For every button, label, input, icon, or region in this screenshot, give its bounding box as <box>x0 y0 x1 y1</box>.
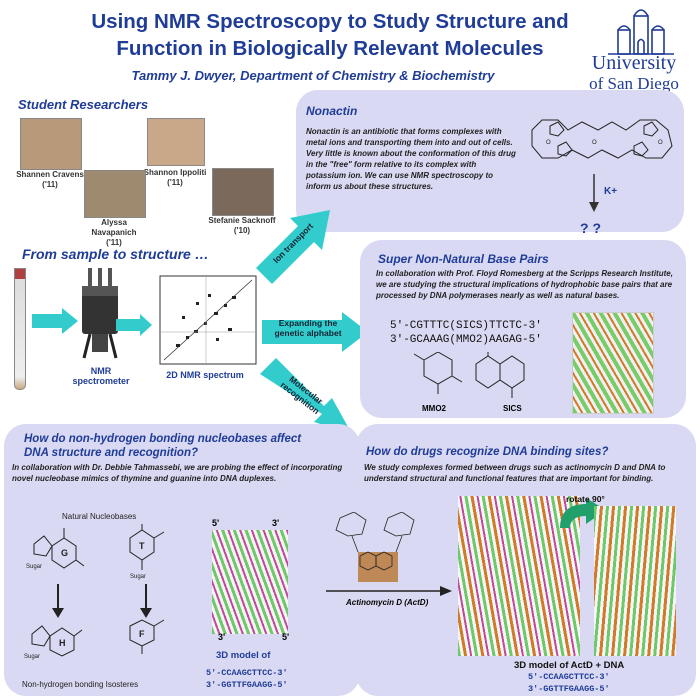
ion-transport-arrow <box>256 210 330 284</box>
actd-seq-top: 5'-CCAAGCTTCC-3' <box>528 672 610 682</box>
right-arrow-icon <box>326 586 452 596</box>
base-f-label: F <box>139 629 145 639</box>
actinomycin-structure <box>335 512 415 582</box>
actd-complex-rotated-image <box>594 506 676 656</box>
nmr-spectrum-plot <box>159 275 257 365</box>
nonactin-panel <box>296 90 684 232</box>
usd-logo: University of San Diego <box>578 0 690 96</box>
student-photo <box>147 118 205 166</box>
nonactin-text: Nonactin is an antibiotic that forms com… <box>306 127 516 191</box>
base-pairs-heading: Super Non-Natural Base Pairs <box>378 252 549 266</box>
base-pairs-text: In collaboration with Prof. Floyd Romesb… <box>376 269 673 300</box>
guanine-structure: G Sugar <box>26 528 85 570</box>
end-label: 5' <box>282 632 290 642</box>
f-duplex-model-label: 3D model of <box>216 650 271 661</box>
isostere-label: Non-hydrogen bonding Isosteres <box>22 680 139 689</box>
actd-seq-bottom: 3'-GGTTFGAAGG-5' <box>528 684 610 694</box>
f-duplex-seq-bottom: 3'-GGTTFGAAGG-5' <box>206 680 288 690</box>
dna-model-image <box>572 312 654 414</box>
mmo2-label: MMO2 <box>422 404 446 413</box>
rotate-arrow-icon <box>560 498 606 528</box>
down-arrow-icon <box>589 174 599 212</box>
student-photo <box>20 118 82 170</box>
nonactin-structure: O O O <box>531 119 673 159</box>
genetic-alphabet-arrow <box>262 312 368 352</box>
students-heading: Student Researchers <box>18 97 149 112</box>
student-name: Shannen Cravens('11) <box>16 170 84 189</box>
base-pairs-seq-top: 5'-CGTTTC(SICS)TTCTC-3' <box>390 320 542 332</box>
mission-tower-icon <box>608 0 674 55</box>
unknown-structure-label: ? ? <box>580 220 601 236</box>
f-duplex-seq-top: 5'-CCAAGCTTCC-3' <box>206 668 288 678</box>
natural-bases-label: Natural Nucleobases <box>62 512 137 521</box>
hbond-panel <box>4 424 360 696</box>
drugs-heading: How do drugs recognize DNA binding sites… <box>366 446 609 458</box>
author-line: Tammy J. Dwyer, Department of Chemistry … <box>131 68 495 83</box>
f-duplex-model-image <box>212 530 288 634</box>
sics-structure <box>475 352 525 398</box>
mmo2-structure <box>413 352 463 394</box>
spectrum-label: 2D NMR spectrum <box>166 370 244 380</box>
base-t-label: T <box>139 541 145 551</box>
hbond-text: In collaboration with Dr. Debbie Tahmass… <box>12 463 343 483</box>
base-pairs-seq-bottom: 3'-GCAAAG(MMO2)AAGAG-5' <box>390 334 542 346</box>
student-photo <box>84 170 146 218</box>
drugs-text: We study complexes formed between drugs … <box>364 463 666 483</box>
f-isostere-structure: F <box>129 619 165 654</box>
student-name: Alyssa Navapanich('11) <box>91 218 137 247</box>
end-label: 5' <box>212 518 220 528</box>
base-h-label: H <box>59 638 66 648</box>
sugar-label: Sugar <box>26 564 42 570</box>
thymine-structure: T Sugar <box>129 524 165 580</box>
base-g-label: G <box>61 548 68 558</box>
nmr-tube-icon <box>14 268 26 390</box>
spectrometer-label: NMR spectrometer <box>72 366 130 386</box>
down-arrow-icon <box>52 584 64 618</box>
end-label: 3' <box>218 632 226 642</box>
sugar-label: Sugar <box>130 574 146 580</box>
genetic-alphabet-label: Expanding the genetic alphabet <box>274 318 342 338</box>
logo-university: University <box>591 52 677 74</box>
actinomycin-label: Actinomycin D (ActD) <box>346 598 429 607</box>
student-photo <box>212 168 274 216</box>
svg-text:O: O <box>658 140 663 146</box>
workflow-heading: From sample to structure … <box>22 246 209 262</box>
hbond-heading: How do non-hydrogen bonding nucleobases … <box>24 433 302 459</box>
sics-label: SICS <box>503 404 522 413</box>
nonactin-heading: Nonactin <box>306 104 358 118</box>
actd-model-label: 3D model of ActD + DNA <box>514 660 625 671</box>
rotate-label: rotate 90° <box>566 494 605 504</box>
spectrometer-icon <box>82 268 118 359</box>
svg-text:O: O <box>592 140 597 146</box>
h-isostere-structure: H Sugar <box>24 625 83 660</box>
actd-complex-image <box>458 496 580 656</box>
end-label: 3' <box>272 518 280 528</box>
down-arrow-icon <box>140 584 152 618</box>
poster-title: Using NMR Spectroscopy to Study Structur… <box>91 10 569 60</box>
molecular-recognition-arrow <box>260 358 352 434</box>
sugar-label: Sugar <box>24 654 40 660</box>
student-name: Shannon Ippoliti('11) <box>143 168 207 187</box>
potassium-label: K+ <box>604 186 618 197</box>
svg-text:O: O <box>546 140 551 146</box>
logo-san-diego: of San Diego <box>589 74 679 93</box>
flow-arrow-icon <box>32 308 78 334</box>
student-name: Stefanie Sacknoff('10) <box>208 216 276 235</box>
flow-arrow-icon <box>116 314 152 336</box>
